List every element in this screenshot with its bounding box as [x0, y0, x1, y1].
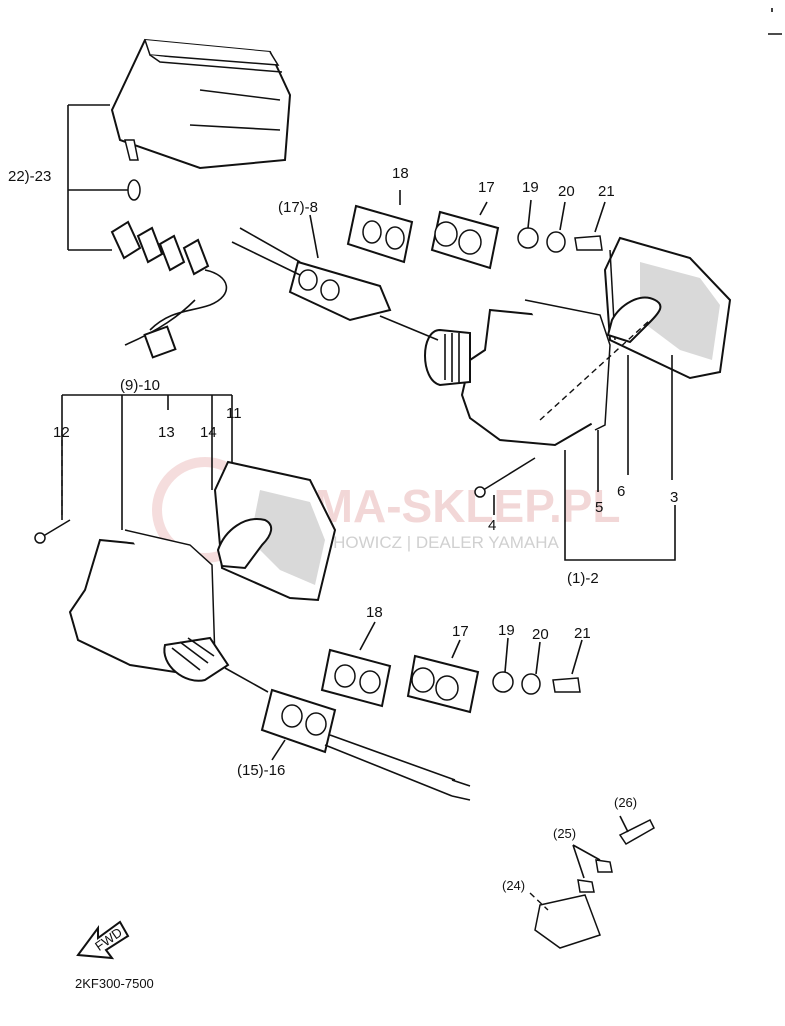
housing-stud [124, 139, 139, 161]
screw-26 [618, 818, 655, 845]
label-1-2: (1)-2 [567, 570, 599, 587]
label-11: 11 [226, 405, 242, 422]
label-24: (24) [502, 878, 525, 893]
lower-bulb [216, 518, 273, 570]
screw-4 [479, 457, 536, 493]
connector-plug [143, 325, 177, 359]
diagram-code: 2KF300-7500 [75, 976, 154, 991]
label-13: 13 [158, 424, 175, 441]
label-3: 3 [670, 489, 678, 506]
label-4: 4 [488, 517, 496, 534]
upper-turn-signal [231, 190, 732, 561]
label-18-top: 18 [392, 165, 409, 182]
label-6: 6 [617, 483, 625, 500]
label-20-bot: 20 [532, 626, 549, 643]
label-17-8: (17)-8 [278, 199, 318, 216]
indicator-wiring [124, 269, 228, 346]
small-bulb [127, 179, 141, 201]
label-20-top: 20 [558, 183, 575, 200]
label-5: 5 [595, 499, 603, 516]
bracket-24 [534, 894, 601, 949]
lower-turn-signal [34, 394, 583, 801]
label-21-top: 21 [598, 183, 615, 200]
label-21-bot: 21 [574, 625, 591, 642]
label-9-10: (9)-10 [120, 377, 160, 394]
label-15-16: (15)-16 [237, 762, 285, 779]
washer-19-bot [492, 671, 514, 693]
label-18-bot: 18 [366, 604, 383, 621]
label-14: 14 [200, 424, 217, 441]
label-25: (25) [553, 826, 576, 841]
label-12: 12 [53, 424, 70, 441]
nut-20-bot [521, 673, 541, 695]
label-17-bot: 17 [452, 623, 469, 640]
fwd-arrow-icon: FWD [76, 920, 130, 960]
nut-20-top [546, 231, 566, 253]
label-26: (26) [614, 795, 637, 810]
clip-25b [577, 879, 595, 893]
label-17-top: 17 [478, 179, 495, 196]
screw-21-top [574, 235, 603, 251]
label-22-23: 22)-23 [8, 168, 51, 185]
label-19-bot: 19 [498, 622, 515, 639]
small-hardware: (26) (25) (24) [502, 795, 655, 949]
lower-stem [163, 636, 230, 682]
upper-bulb [606, 296, 662, 344]
screw-12 [39, 519, 71, 539]
watermark-sub: LECHOWICZ | DEALER YAMAHA [300, 533, 559, 552]
clip-25a [595, 859, 613, 873]
label-19-top: 19 [522, 179, 539, 196]
screw-21-bot [552, 677, 581, 693]
bulb-sockets [110, 220, 210, 276]
washer-19-top [517, 227, 539, 249]
indicator-housing-group [67, 38, 292, 359]
